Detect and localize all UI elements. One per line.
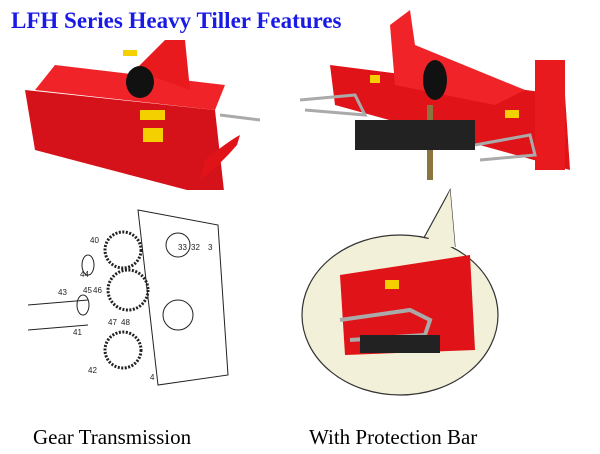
svg-text:42: 42 xyxy=(88,366,97,375)
tiller-photo-right xyxy=(299,10,570,180)
protection-bar-callout xyxy=(301,187,499,396)
svg-text:43: 43 xyxy=(58,288,67,297)
svg-text:3: 3 xyxy=(208,243,213,252)
svg-text:46: 46 xyxy=(93,286,102,295)
gear-transmission-diagram: 40 44 45 46 43 47 48 41 42 33 32 3 4 xyxy=(28,209,229,386)
caption-protection-bar: With Protection Bar xyxy=(309,425,478,449)
svg-text:44: 44 xyxy=(80,270,89,279)
svg-text:45: 45 xyxy=(83,286,92,295)
svg-text:41: 41 xyxy=(73,328,82,337)
svg-text:33: 33 xyxy=(178,243,187,252)
svg-text:48: 48 xyxy=(121,318,130,327)
svg-text:4: 4 xyxy=(150,373,155,382)
svg-text:40: 40 xyxy=(90,236,99,245)
svg-text:32: 32 xyxy=(191,243,200,252)
caption-gear-transmission: Gear Transmission xyxy=(33,425,192,449)
svg-text:47: 47 xyxy=(108,318,117,327)
title: LFH Series Heavy Tiller Features xyxy=(11,8,342,33)
tiller-photo-left xyxy=(25,40,261,190)
